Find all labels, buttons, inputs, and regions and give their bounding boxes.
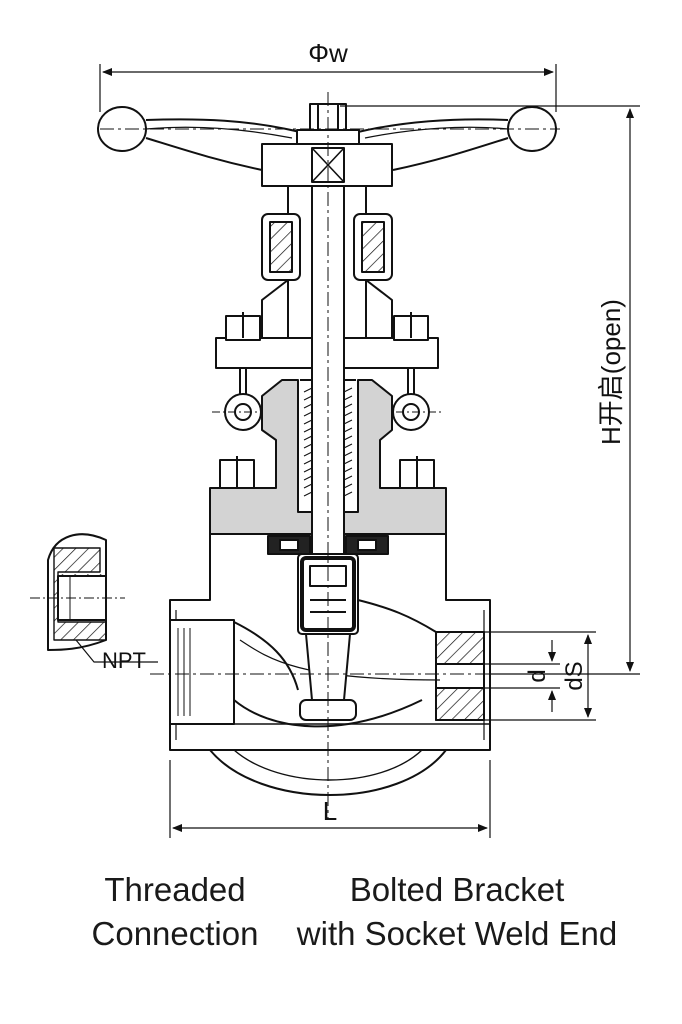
- dim-phi-w: [99, 64, 557, 112]
- dim-socket-ds: [484, 631, 596, 721]
- caption-left-line1: Threaded: [104, 871, 246, 908]
- centerlines: [100, 92, 560, 820]
- label-length: L: [323, 796, 337, 826]
- caption-bolted-bracket: Bolted Bracket with Socket Weld End: [282, 868, 632, 956]
- yoke-hub: [261, 143, 393, 187]
- yoke-bracket: [261, 186, 393, 340]
- caption-right-line2: with Socket Weld End: [296, 915, 618, 952]
- label-height-open: H开启(open): [596, 299, 626, 445]
- bonnet: [209, 379, 447, 535]
- npt-inset: [30, 533, 158, 663]
- label-bore-d: d: [524, 669, 551, 682]
- caption-right-line1: Bolted Bracket: [349, 871, 565, 908]
- label-socket-ds: dS: [561, 661, 588, 690]
- label-npt: NPT: [102, 648, 146, 673]
- dim-length: [169, 760, 491, 838]
- gasket: [267, 535, 389, 555]
- dim-bore-d: [484, 640, 560, 712]
- dim-height: [340, 105, 640, 675]
- caption-left-line2: Connection: [91, 915, 259, 952]
- label-phi-w: Φw: [308, 38, 348, 68]
- caption-threaded-connection: Threaded Connection: [60, 868, 290, 956]
